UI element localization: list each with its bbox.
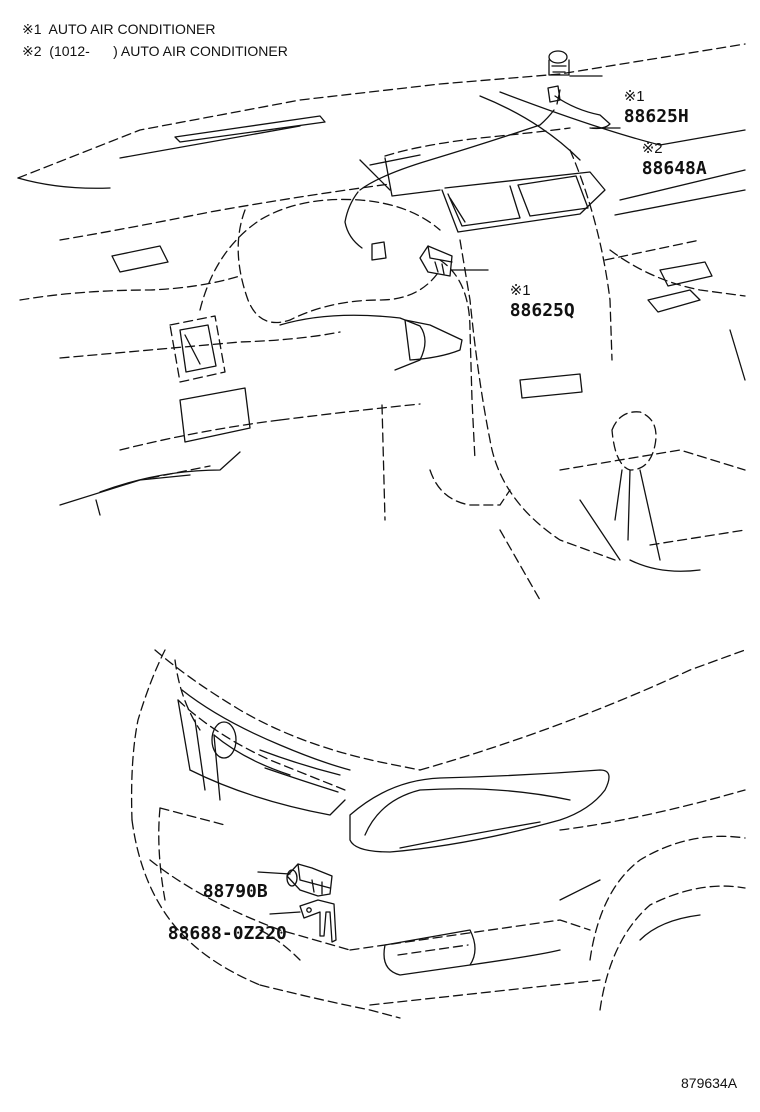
sensor-88790b-drawing [286, 863, 333, 897]
illustration-id: 879634A [681, 1075, 738, 1091]
car-front-illustration [130, 649, 746, 1019]
bracket-88688-drawing [299, 899, 337, 943]
legend-note-1: ※1 AUTO AIR CONDITIONER [22, 21, 216, 37]
callout-88790b[interactable]: 88790B [181, 862, 268, 902]
callout-mark: ※2 [641, 140, 663, 157]
callout-88625h[interactable]: ※1 88625H [602, 66, 689, 127]
leader-lines [257, 75, 621, 915]
callout-88625q[interactable]: ※1 88625Q [488, 260, 575, 321]
part-number: 88790B [202, 881, 268, 902]
callout-88648a[interactable]: ※2 88648A [620, 118, 707, 179]
part-number: 88625Q [509, 300, 575, 321]
callout-mark: ※1 [623, 88, 645, 105]
part-number: 88625H [623, 106, 689, 127]
sensor-88625h-drawing [547, 50, 570, 103]
dashboard-illustration [17, 43, 746, 601]
callout-88688-0z220[interactable]: 88688-0Z220 [146, 904, 287, 944]
part-number: 88648A [641, 158, 707, 179]
legend-note-2: ※2 (1012- ) AUTO AIR CONDITIONER [22, 43, 288, 59]
sensor-88625q-drawing [419, 245, 453, 277]
part-number: 88688-0Z220 [167, 923, 287, 944]
callout-mark: ※1 [509, 282, 531, 299]
